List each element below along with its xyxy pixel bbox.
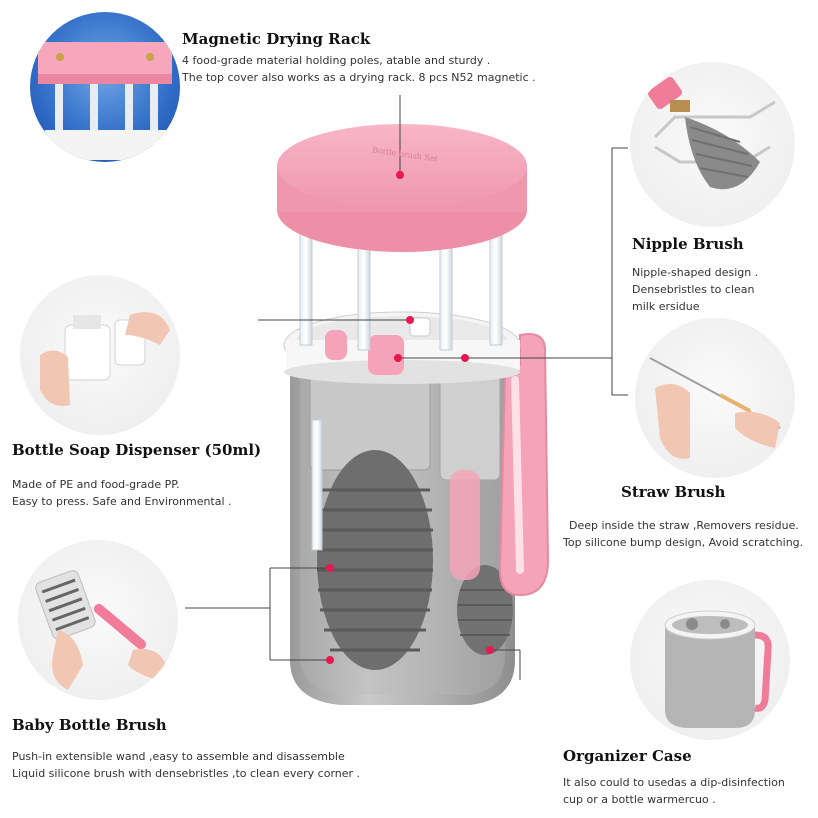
organizer-case-title: Organizer Case <box>563 747 692 765</box>
soap-dispenser-title: Bottle Soap Dispenser (50ml) <box>12 441 262 459</box>
nipple-brush-title: Nipple Brush <box>632 235 744 253</box>
straw-brush-description: Deep inside the straw ,Removers residue.… <box>563 517 803 551</box>
nipple-brush-line-2: Densebristles to clean <box>632 283 755 296</box>
marker-dots <box>326 171 494 664</box>
drying-rack-line-1: 4 food-grade material holding poles, ata… <box>182 54 491 67</box>
baby-bottle-brush-line-2: Liquid silicone brush with densebristles… <box>12 767 361 780</box>
soap-dispenser-detail-image <box>20 275 180 435</box>
nipple-brush-line-3: milk ersidue <box>632 300 700 313</box>
drying-rack-detail-image <box>30 12 180 162</box>
organizer-case-detail-image <box>630 580 790 740</box>
organizer-case-line-1: It also could to usedas a dip-disinfecti… <box>563 776 785 789</box>
baby-bottle-brush-description: Push-in extensible wand ,easy to assembl… <box>12 748 360 782</box>
baby-bottle-brush-title: Baby Bottle Brush <box>12 716 167 734</box>
bottle-brush-bristles <box>317 450 513 670</box>
nipple-brush-description: Nipple-shaped design . Densebristles to … <box>632 264 758 315</box>
drying-poles <box>299 214 503 551</box>
straw-brush-title: Straw Brush <box>621 483 726 501</box>
baby-bottle-brush-line-1: Push-in extensible wand ,easy to assembl… <box>12 750 345 763</box>
nipple-brush-detail-image <box>630 62 795 227</box>
drying-rack-line-2: The top cover also works as a drying rac… <box>182 71 536 84</box>
inner-tubes <box>309 369 501 481</box>
callout-lines <box>185 95 628 680</box>
straw-brush-line-2: Top silicone bump design, Avoid scratchi… <box>563 536 804 549</box>
straw-brush-detail-image <box>635 318 795 478</box>
nipple-brush-line-1: Nipple-shaped design . <box>632 266 759 279</box>
organizer-case-description: It also could to usedas a dip-disinfecti… <box>563 774 785 808</box>
drying-rack-title: Magnetic Drying Rack <box>182 30 371 48</box>
soap-dispenser-line-1: Made of PE and food-grade PP. <box>12 478 180 491</box>
drying-rack-description: 4 food-grade material holding poles, ata… <box>182 52 536 86</box>
magnetic-lid <box>277 124 527 252</box>
straw-brush-line-1: Deep inside the straw ,Removers residue. <box>569 519 799 532</box>
organizer-case-line-2: cup or a bottle warmercuo . <box>563 793 716 806</box>
baby-bottle-brush-detail-image <box>18 540 178 700</box>
soap-dispenser-line-2: Easy to press. Safe and Environmental . <box>12 495 232 508</box>
soap-dispenser-description: Made of PE and food-grade PP. Easy to pr… <box>12 476 232 510</box>
nipple-brush-tops <box>325 317 431 375</box>
